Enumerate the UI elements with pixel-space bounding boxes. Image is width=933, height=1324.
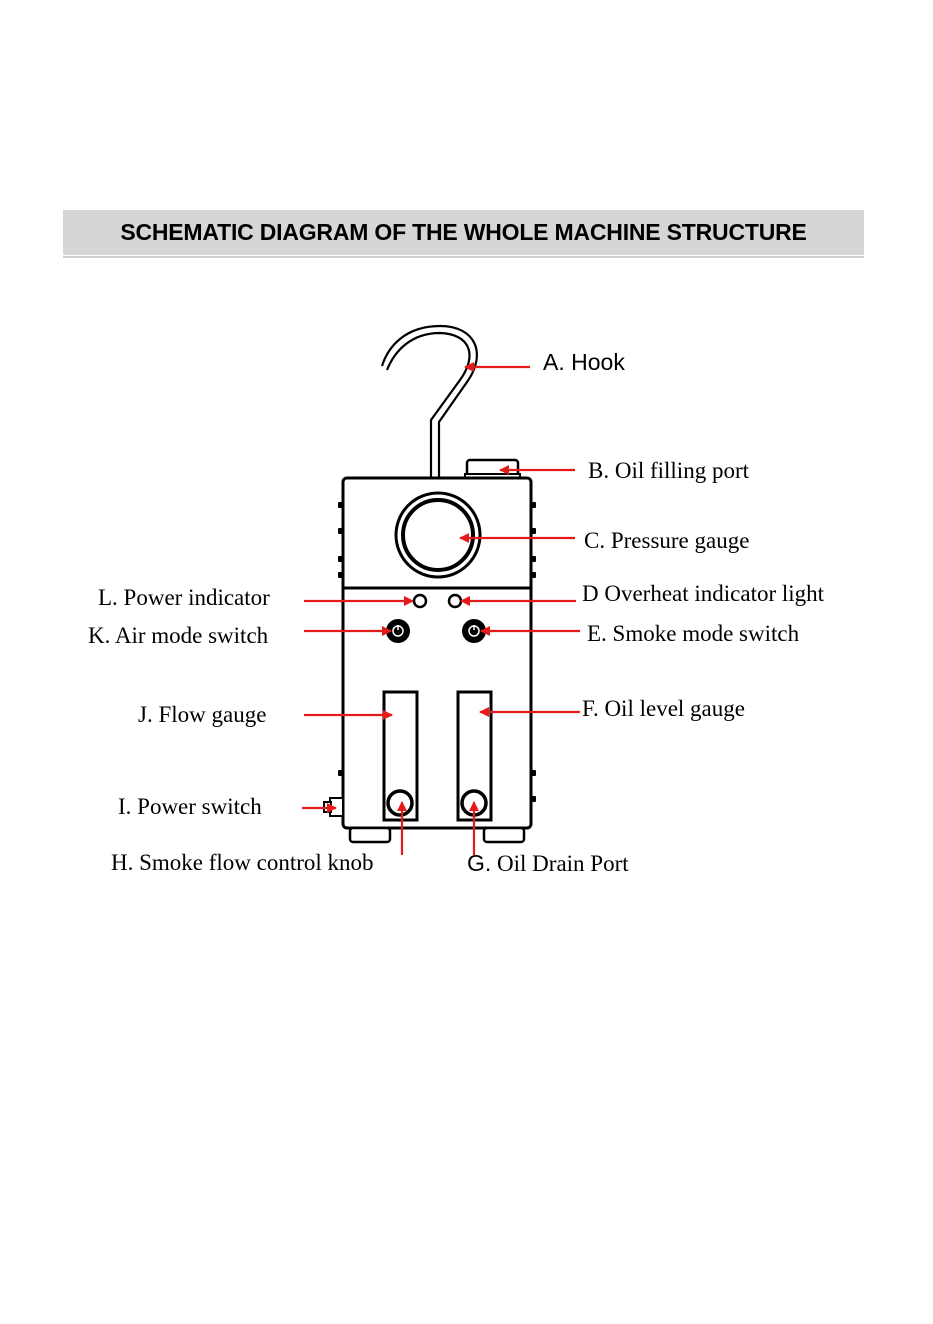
label-h: H. Smoke flow control knob: [111, 850, 374, 875]
label-g-rest: Oil Drain Port: [491, 851, 629, 876]
label-g-prefix: G.: [467, 850, 491, 876]
label-f: F. Oil level gauge: [582, 696, 745, 721]
hook: [382, 326, 477, 480]
label-g: G. Oil Drain Port: [467, 850, 629, 876]
overheat-indicator-light: [449, 595, 461, 607]
label-a: A. Hook: [543, 349, 625, 375]
label-i: I. Power switch: [118, 794, 262, 819]
smoke-flow-control-knob: [388, 791, 412, 815]
label-k: K. Air mode switch: [88, 623, 269, 648]
label-d: D Overheat indicator light: [582, 581, 825, 606]
label-e: E. Smoke mode switch: [587, 621, 800, 646]
pressure-gauge: [396, 493, 480, 577]
power-indicator-light: [414, 595, 426, 607]
label-b: B. Oil filling port: [588, 458, 750, 483]
label-j: J. Flow gauge: [138, 702, 266, 727]
label-l: L. Power indicator: [98, 585, 270, 610]
label-c: C. Pressure gauge: [584, 528, 749, 553]
